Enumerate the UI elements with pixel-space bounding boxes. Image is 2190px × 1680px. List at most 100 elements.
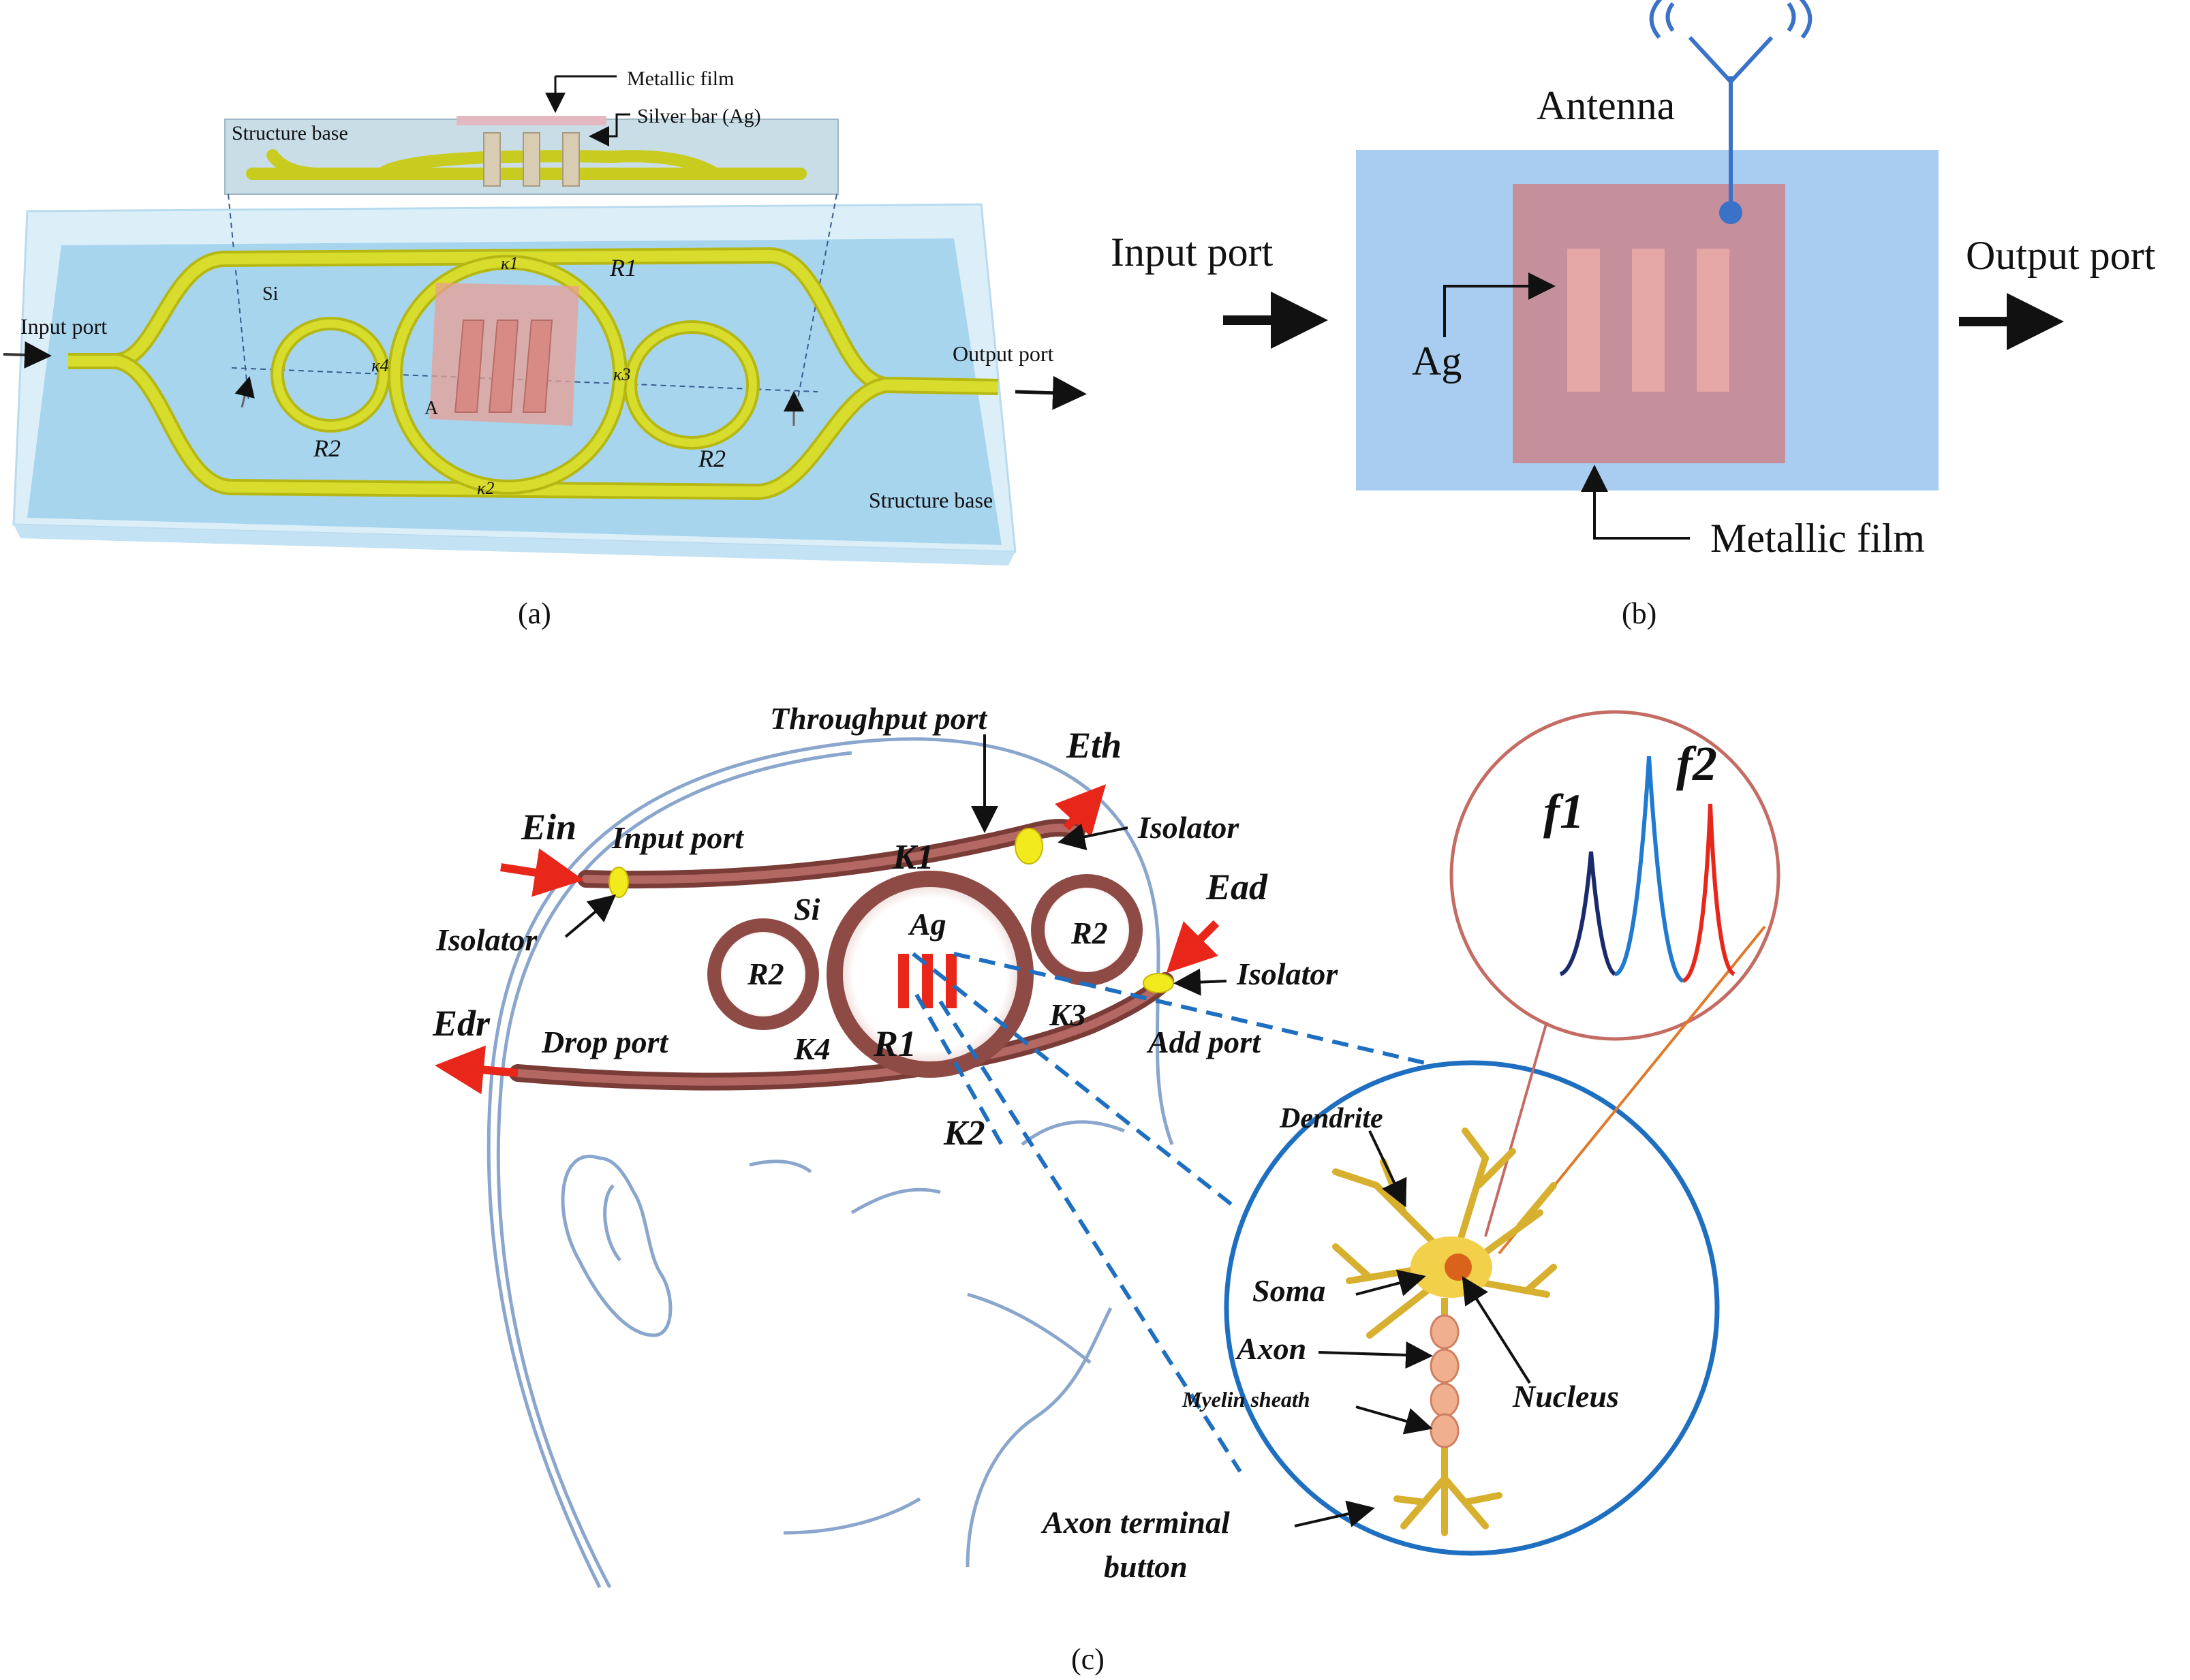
soma-pointer bbox=[1355, 1269, 1426, 1296]
inset-silver-bar-2 bbox=[523, 132, 540, 187]
spectrum-circle bbox=[1449, 710, 1780, 1041]
metallic-film-label: Metallic film bbox=[627, 67, 734, 90]
c-si-label: Si bbox=[794, 892, 820, 927]
dendrite-pointer bbox=[1368, 1130, 1407, 1208]
bottom-waveguide-top bbox=[114, 356, 887, 498]
ead-label: Ead bbox=[1205, 867, 1268, 907]
input-arrow bbox=[3, 341, 52, 369]
silver-bar-pointer bbox=[589, 113, 630, 146]
panel-c: Throughput port Eth Ein Input port K1 Is… bbox=[432, 701, 1780, 1676]
spectrum-link-1 bbox=[1484, 1021, 1548, 1237]
nucleus-pointer bbox=[1462, 1276, 1531, 1384]
peak-f1 bbox=[1559, 851, 1616, 976]
myelin-pointer bbox=[1355, 1405, 1433, 1435]
c-k1-label: K1 bbox=[892, 838, 934, 877]
peak-main bbox=[1614, 756, 1684, 983]
ein-arrow bbox=[500, 848, 584, 897]
c-r2-left-label: R2 bbox=[747, 956, 784, 991]
r2-right-label-a: R2 bbox=[698, 445, 726, 472]
k2-label-a: κ2 bbox=[477, 478, 494, 498]
drop-port-label: Drop port bbox=[541, 1025, 669, 1059]
panel-b: Antenna Input port Output port Ag Metall… bbox=[1111, 0, 2156, 630]
isolator-input bbox=[608, 867, 629, 898]
panel-b-ag-label: Ag bbox=[1412, 339, 1462, 384]
c-ag-bar-2 bbox=[922, 954, 933, 1008]
r1-label-a: R1 bbox=[609, 254, 637, 281]
c-ag-bar-3 bbox=[946, 954, 957, 1008]
panel-b-input-port-label: Input port bbox=[1111, 230, 1274, 275]
isolator-top-label: Isolator bbox=[1137, 810, 1239, 845]
myelin-label: Myelin sheath bbox=[1182, 1387, 1310, 1412]
ead-arrow bbox=[1166, 920, 1220, 974]
silver-bar-3 bbox=[522, 320, 553, 413]
ring-r2-right-top bbox=[626, 323, 757, 447]
f1-label: f1 bbox=[1543, 784, 1584, 839]
axon-terminal-label-2: button bbox=[1104, 1549, 1188, 1584]
silver-bar-1 bbox=[454, 320, 485, 413]
a-label: A bbox=[425, 398, 439, 419]
c-input-port-label: Input port bbox=[611, 820, 744, 855]
panel-b-output-port-label: Output port bbox=[1966, 233, 2156, 278]
add-port-label: Add port bbox=[1146, 1025, 1261, 1059]
nucleus-dot bbox=[1445, 1254, 1472, 1281]
structure-base-bottom-label: Structure base bbox=[869, 488, 993, 512]
panel-b-ag-bar-1 bbox=[1567, 249, 1600, 392]
nucleus-label: Nucleus bbox=[1512, 1379, 1619, 1414]
edr-arrow bbox=[435, 1045, 519, 1095]
neuron-circle bbox=[1224, 1060, 1720, 1556]
isolator-add bbox=[1143, 973, 1174, 993]
structure-base-top-label: Structure base bbox=[232, 122, 348, 144]
c-ag-bar-1 bbox=[898, 954, 909, 1008]
isolator-right-pointer bbox=[1173, 968, 1227, 996]
panel-b-ag-bar-3 bbox=[1697, 249, 1729, 392]
zoom-dashed-lines bbox=[912, 952, 1513, 1473]
c-k2-label: K2 bbox=[943, 1114, 985, 1153]
isolator-top-pointer bbox=[1058, 823, 1128, 850]
panel-a: Metallic film Silver bar (Ag) Structure … bbox=[3, 67, 1087, 630]
k1-label-a: κ1 bbox=[501, 253, 518, 273]
edr-label: Edr bbox=[432, 1003, 491, 1044]
eth-arrow bbox=[1055, 784, 1107, 837]
input-port-label-a: Input port bbox=[20, 314, 107, 339]
panel-b-film-pointer bbox=[1581, 465, 1690, 540]
c-r2-right-label: R2 bbox=[1070, 916, 1108, 950]
structure-base-side bbox=[14, 525, 1015, 565]
inset-silver-bar-1 bbox=[483, 132, 501, 187]
throughput-port-label: Throughput port bbox=[770, 701, 988, 736]
section-arrow-left bbox=[234, 376, 255, 408]
axon-terminal-label-1: Axon terminal bbox=[1040, 1505, 1230, 1540]
r2-left-label-a: R2 bbox=[313, 435, 341, 462]
isolator-left-label: Isolator bbox=[435, 922, 538, 957]
top-bus-waveguide-hl bbox=[582, 824, 1081, 884]
silver-bar-2 bbox=[488, 320, 519, 413]
neuron-icon bbox=[1332, 1127, 1557, 1536]
eth-label: Eth bbox=[1066, 725, 1122, 766]
panel-b-metallic-film-label: Metallic film bbox=[1710, 516, 1925, 561]
soma-label: Soma bbox=[1252, 1273, 1325, 1308]
peak-f2 bbox=[1682, 803, 1736, 983]
axon-pointer bbox=[1318, 1341, 1433, 1369]
c-ring-r2-left bbox=[707, 918, 819, 1030]
silver-bar-label: Silver bar (Ag) bbox=[637, 105, 761, 127]
caption-b: (b) bbox=[1622, 597, 1656, 630]
f2-label: f2 bbox=[1676, 736, 1717, 791]
c-ag-label: Ag bbox=[908, 907, 946, 942]
output-port-label-a: Output port bbox=[953, 341, 1054, 366]
output-arrow bbox=[1015, 375, 1087, 410]
ring-r2-left-top bbox=[273, 320, 388, 430]
section-line bbox=[231, 367, 818, 392]
projection-line-left bbox=[228, 193, 249, 403]
head-sketch bbox=[487, 737, 1174, 1589]
k3-label-a: κ3 bbox=[613, 364, 630, 384]
isolator-right-label: Isolator bbox=[1236, 956, 1338, 991]
k4-label-a: κ4 bbox=[371, 356, 388, 375]
c-ring-r2-right bbox=[1031, 874, 1143, 986]
ring-r1-top bbox=[390, 258, 625, 492]
caption-c: (c) bbox=[1071, 1643, 1105, 1676]
axon-terminal-pointer bbox=[1294, 1500, 1375, 1527]
axon-label: Axon bbox=[1235, 1331, 1306, 1366]
antenna-icon bbox=[1649, 0, 1813, 224]
si-label-a: Si bbox=[262, 283, 279, 305]
isolator-left-pointer bbox=[564, 894, 617, 938]
inset-metallic-film bbox=[457, 116, 606, 125]
